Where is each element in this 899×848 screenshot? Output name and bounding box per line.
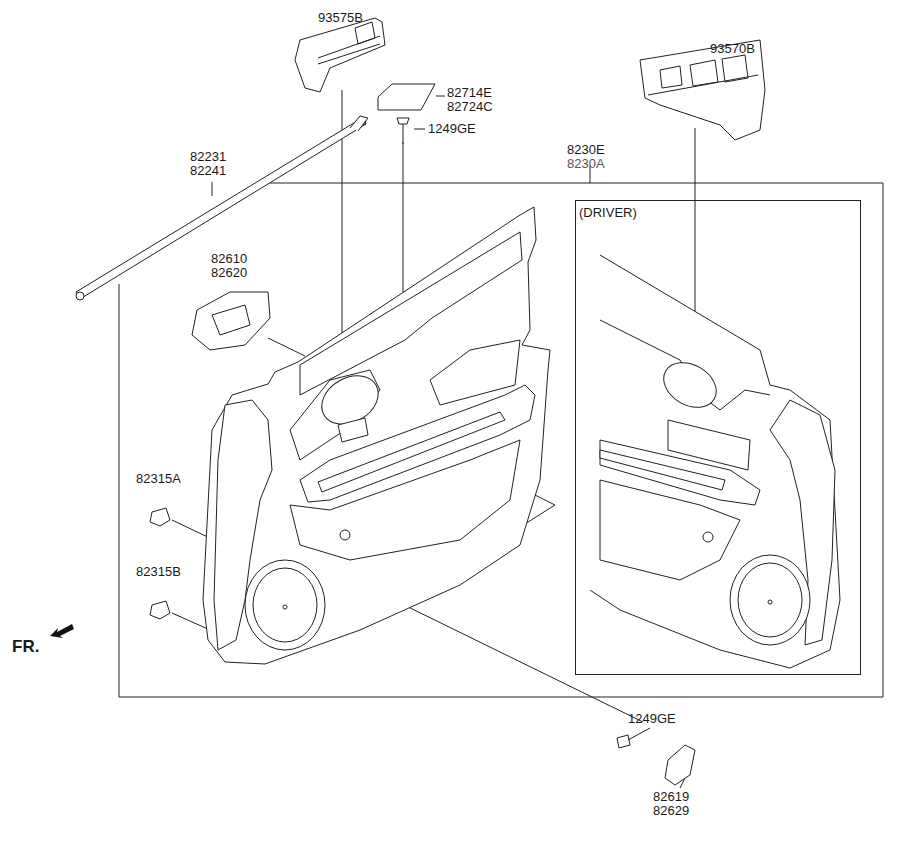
door-trim-panel — [203, 207, 550, 664]
door-trim-panel — [338, 418, 368, 442]
pad-and-fasteners — [617, 735, 630, 748]
part-number: 82610 — [211, 252, 247, 266]
door-rail — [76, 292, 84, 300]
pad-and-fasteners — [628, 728, 650, 740]
part-number: 1249GE — [628, 712, 676, 726]
driver-door-panel — [738, 563, 802, 637]
front-arrow — [50, 624, 74, 638]
part-number: 82231 — [190, 150, 226, 164]
pad-and-fasteners — [378, 84, 435, 110]
frame-outline — [119, 183, 883, 697]
pad-and-fasteners — [192, 292, 270, 350]
part-number: 82315A — [136, 472, 181, 486]
variant-box: (DRIVER) — [575, 200, 861, 675]
pad-and-fasteners — [403, 124, 404, 144]
leader-line — [172, 613, 210, 630]
part-number: 93570B — [710, 42, 755, 56]
part-number: 82620 — [211, 266, 247, 280]
switch-bezel — [648, 75, 758, 95]
variant-label: (DRIVER) — [579, 206, 637, 220]
driver-door-panel — [590, 255, 840, 668]
pad-and-fasteners — [397, 118, 409, 124]
part-number: 82724C — [447, 100, 493, 114]
door-trim-panel — [430, 340, 520, 405]
driver-door-panel — [703, 532, 713, 542]
switch-bezel — [640, 40, 765, 140]
driver-door-panel — [730, 555, 810, 645]
switch-bezel — [318, 36, 380, 64]
driver-door-panel — [656, 354, 724, 417]
direction-label: FR. — [12, 640, 39, 654]
door-trim-panel — [245, 560, 325, 650]
pad-and-fasteners — [665, 745, 695, 785]
part-number: 82241 — [190, 164, 226, 178]
part-number: 8230A — [567, 157, 605, 171]
switch-bezel — [295, 18, 385, 92]
part-number: 82629 — [653, 804, 689, 818]
leader-line — [436, 96, 445, 97]
door-trim-panel — [340, 530, 350, 540]
door-trim-panel — [203, 207, 550, 664]
part-number: 93575B — [318, 11, 363, 25]
door-trim-panel — [283, 605, 287, 609]
driver-door-panel — [600, 480, 740, 580]
switch-bezel — [295, 18, 765, 140]
part-number: 82714E — [447, 86, 492, 100]
front-arrow — [50, 624, 74, 638]
door-rail — [350, 116, 368, 131]
driver-door-panel — [668, 420, 750, 470]
frame-outline — [119, 183, 883, 697]
switch-bezel — [660, 55, 748, 88]
pad-and-fasteners — [150, 84, 695, 785]
pad-and-fasteners — [150, 508, 170, 526]
leader-line — [268, 338, 305, 356]
door-rail — [76, 116, 368, 300]
leader-line — [414, 129, 425, 130]
pad-and-fasteners — [212, 305, 250, 335]
door-trim-panel — [290, 440, 520, 560]
door-trim-panel — [253, 568, 317, 642]
leader-line — [212, 182, 213, 196]
pad-and-fasteners — [150, 601, 170, 619]
driver-door-panel — [590, 255, 840, 668]
part-number: 82619 — [653, 790, 689, 804]
part-number: 8230E — [567, 143, 605, 157]
part-number: 1249GE — [428, 122, 476, 136]
driver-door-panel — [768, 600, 772, 604]
switch-bezel — [355, 22, 375, 44]
part-number: 82315B — [136, 565, 181, 579]
door-rail — [76, 118, 366, 299]
